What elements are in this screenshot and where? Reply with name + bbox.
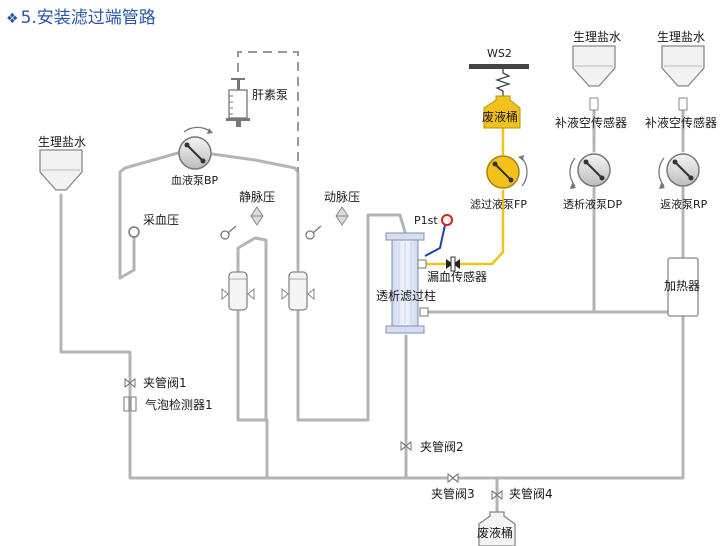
p1st-label: P1st [414, 214, 438, 227]
clamp3-valve-icon[interactable] [447, 473, 459, 483]
clamp2-label: 夹管阀2 [420, 439, 464, 454]
p1st-sensor-icon [441, 214, 453, 226]
saline-right-bag-icon [661, 45, 705, 111]
title-bullet-icon: ❖ [6, 11, 19, 27]
sampling-pressure-port-icon [128, 226, 140, 238]
heater-icon [667, 257, 699, 317]
filtrate-pump-icon[interactable] [486, 155, 528, 189]
waste-bucket-top-icon [483, 95, 521, 129]
venous-pressure-label: 静脉压 [239, 189, 275, 204]
replacement-sensor-1-label: 补液空传感器 [555, 115, 627, 130]
bubble-detector-icon [123, 396, 137, 412]
ws2-scale-icon [469, 64, 529, 96]
saline-left-bag-icon [39, 149, 83, 191]
filtrate-pump-label: 滤过液泵FP [470, 197, 527, 211]
heparin-pump-label: 肝素泵 [252, 88, 288, 102]
arterial-pressure-sensor-icon [305, 206, 349, 240]
venous-pressure-sensor-icon [220, 206, 264, 240]
sampling-pressure-label: 采血压 [143, 213, 179, 227]
saline-left-label: 生理盐水 [38, 135, 86, 149]
arterial-pressure-label: 动脉压 [324, 189, 360, 204]
blood-pump-label: 血液泵BP [171, 173, 219, 187]
bubble-detector-label: 气泡检测器1 [145, 397, 213, 412]
dialysate-pump-label: 透析液泵DP [563, 197, 622, 211]
replacement-sensor-2-label: 补液空传感器 [645, 115, 717, 130]
saline-mid-bag-icon [572, 45, 616, 111]
saline-mid-label: 生理盐水 [573, 30, 621, 44]
return-pump-label: 返液泵RP [660, 197, 708, 211]
leak-sensor-label: 漏血传感器 [427, 269, 487, 284]
blood-pump-icon[interactable] [178, 126, 213, 170]
heparin-pump-syringe-icon[interactable] [226, 78, 250, 127]
waste-bucket-bottom-label: 废液桶 [477, 525, 513, 540]
dialysate-pump-icon[interactable] [569, 153, 611, 189]
clamp1-label: 夹管阀1 [143, 375, 187, 390]
p1st-wire [424, 224, 446, 257]
page-title: ❖5.安装滤过端管路 [6, 3, 156, 28]
ws2-label: WS2 [487, 47, 512, 60]
clamp4-label: 夹管阀4 [509, 486, 553, 501]
dialysis-filter-label: 透析滤过柱 [376, 288, 436, 303]
heparin-line [237, 51, 299, 172]
title-text: 5.安装滤过端管路 [20, 8, 156, 28]
clamp3-label: 夹管阀3 [431, 486, 475, 501]
saline-right-label: 生理盐水 [657, 30, 705, 44]
waste-bucket-bottom-icon [478, 511, 516, 546]
venous-chamber-icon [221, 271, 255, 311]
return-pump-icon[interactable] [658, 153, 700, 189]
arterial-chamber-icon [281, 271, 315, 311]
dialysis-filter-icon [385, 232, 429, 334]
leak-sensor-icon [446, 256, 460, 272]
waste-bucket-top-label: 废液桶 [482, 109, 518, 124]
heater-label: 加热器 [664, 279, 700, 293]
